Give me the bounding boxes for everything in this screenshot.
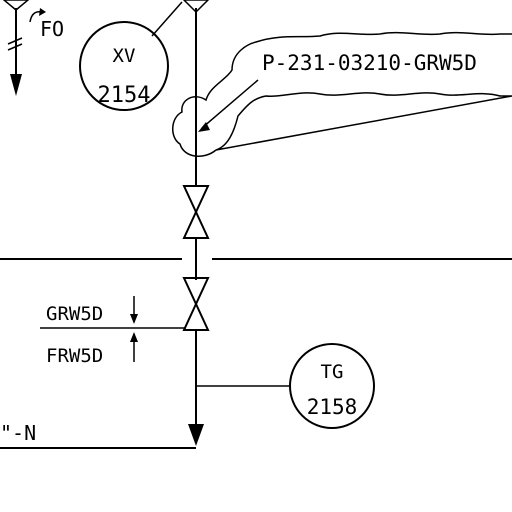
signal-hash-2: [7, 43, 23, 51]
spec-break-arrow-up-icon: [130, 332, 138, 342]
line-number-label: P-231-03210-GRW5D: [262, 51, 477, 75]
fail-open-arrowhead-icon: [39, 8, 46, 16]
instrument-tag-type-tg: TG: [321, 361, 344, 383]
gate-valve-upper-top: [182, 185, 210, 215]
gate-valve-lower-top: [182, 277, 210, 307]
valve-top-partial: [182, 0, 210, 14]
main-vertical-pipe: [182, 0, 210, 446]
line-end-label: "-N: [0, 421, 36, 445]
signal-hash-1: [7, 37, 23, 45]
spec-break-lower-label: FRW5D: [46, 345, 103, 367]
fail-open-label: FO: [40, 17, 64, 41]
line-number-leader-arrowhead-icon: [198, 122, 210, 132]
instrument-bubble-tg: TG 2158: [196, 343, 375, 429]
spec-break: GRW5D FRW5D: [40, 296, 186, 367]
valve-bonnet-left: [2, 0, 30, 11]
flow-arrow-down-left: [10, 74, 22, 96]
gate-valve-lower-bottom: [182, 301, 210, 331]
bottom-pipe-line: "-N: [0, 421, 196, 449]
line-number-revision-cloud: P-231-03210-GRW5D: [172, 31, 512, 157]
flow-arrow-down-main: [188, 424, 204, 446]
instrument-tag-type-xv: XV: [113, 45, 136, 67]
revision-cloud: [172, 31, 512, 157]
instrument-tag-number-xv: 2154: [98, 83, 151, 108]
spec-break-arrow-down-icon: [130, 314, 138, 324]
instrument-bubble-xv: XV 2154: [79, 1, 183, 111]
actuated-valve-stem-left: FO: [2, 0, 64, 96]
gate-valve-upper-bottom: [182, 209, 210, 239]
instrument-circle-tg: [289, 343, 375, 429]
gate-valve-upper: [182, 185, 210, 239]
instrument-circle-xv: [79, 21, 169, 111]
spec-break-upper-label: GRW5D: [46, 303, 103, 325]
instrument-leader-xv: [151, 1, 183, 37]
gate-valve-lower: [182, 277, 210, 331]
instrument-tag-number-tg: 2158: [307, 395, 358, 419]
line-number-leader: [201, 79, 259, 129]
